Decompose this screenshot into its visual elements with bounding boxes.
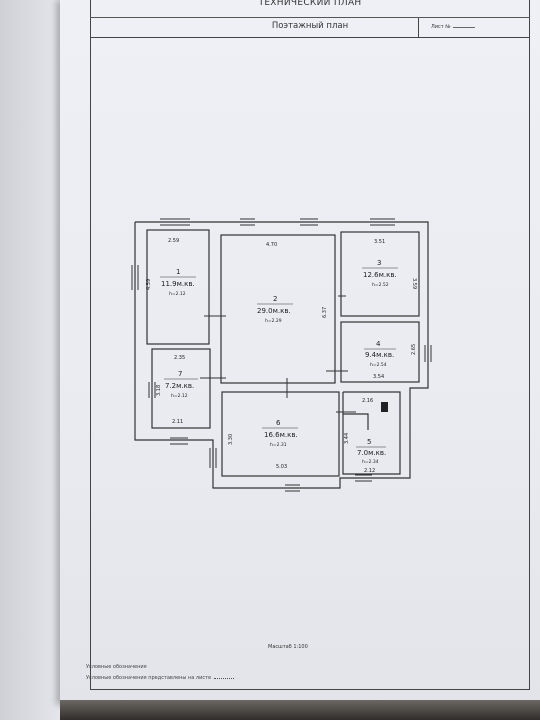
room-4-number: 4 (376, 340, 381, 348)
room-4-area: 9.4м.кв. (365, 351, 394, 359)
room-2-number: 2 (273, 295, 277, 303)
room-3-number: 3 (377, 259, 381, 267)
room-5-area: 7.0м.кв. (357, 449, 386, 457)
room-1-side-dim: 4.59 (146, 279, 152, 290)
room-1-area: 11.9м.кв. (161, 280, 195, 288)
room-7-area: 7.2м.кв. (165, 382, 194, 390)
room-5-height: h=2.34 (362, 459, 379, 465)
room-4-bottom-dim: 3.54 (373, 374, 384, 380)
title-divider (90, 17, 530, 18)
legend-note-blank (214, 678, 235, 679)
room-6-side-dim: 3.30 (228, 434, 234, 445)
legend-title: Условные обозначения (86, 664, 147, 670)
room-6-bottom-dim: 5.03 (276, 464, 287, 470)
room-2-area: 29.0м.кв. (257, 307, 291, 315)
scale-label: Масштаб 1:100 (268, 644, 308, 650)
document-subtitle: Поэтажный план (271, 21, 349, 31)
room-2-top-dim: 4.70 (266, 242, 277, 248)
room-6-number: 6 (276, 419, 281, 427)
document-page (60, 0, 540, 705)
room-7-height: h=2.12 (171, 393, 188, 399)
room-7-side-dim: 3.18 (156, 385, 162, 396)
legend-note: Условные обозначения представлены на лис… (86, 675, 235, 681)
room-1-height: h=2.12 (169, 291, 186, 297)
room-7-top-dim: 2.35 (174, 355, 185, 361)
room-7-bottom-dim: 2.11 (172, 419, 183, 425)
room-7-number: 7 (178, 370, 182, 378)
room-3-area: 12.6м.кв. (363, 271, 397, 279)
floor-plan-walls (134, 221, 429, 489)
legend-note-text: Условные обозначения представлены на лис… (86, 675, 212, 681)
document-title: ТЕХНИЧЕСКИЙ ПЛАН (258, 0, 362, 8)
room-5-number: 5 (367, 438, 371, 446)
title-block: ТЕХНИЧЕСКИЙ ПЛАН Поэтажный план (90, 0, 530, 38)
openings (131, 218, 432, 492)
room-4-height: h=2.54 (370, 362, 387, 368)
room-6-area: 16.6м.кв. (264, 431, 298, 439)
room-5-side-dim: 3.44 (344, 433, 350, 444)
room-1-number: 1 (176, 268, 180, 276)
sheet-number-box: Лист № (418, 18, 488, 38)
room-1-top-dim: 2.59 (168, 238, 179, 244)
room-4-side-dim: 2.65 (411, 344, 417, 355)
table-surface (60, 700, 540, 720)
room-2-height: h=2.29 (265, 318, 282, 324)
sheet-label: Лист № (431, 24, 451, 30)
drawing-frame (90, 0, 530, 690)
sheet-number-blank (453, 27, 476, 28)
room-3-height: h=2.52 (372, 282, 389, 288)
room-5-bottom-dim: 2.12 (364, 468, 375, 474)
stove-symbol (381, 402, 388, 412)
room-3-side-dim: 3.59 (411, 278, 417, 289)
room-6-height: h=2.31 (270, 442, 287, 448)
room-3-top-dim: 3.51 (374, 239, 385, 245)
room-2-side-dim: 6.37 (322, 307, 328, 318)
room-5-top-dim: 2.16 (362, 398, 373, 404)
